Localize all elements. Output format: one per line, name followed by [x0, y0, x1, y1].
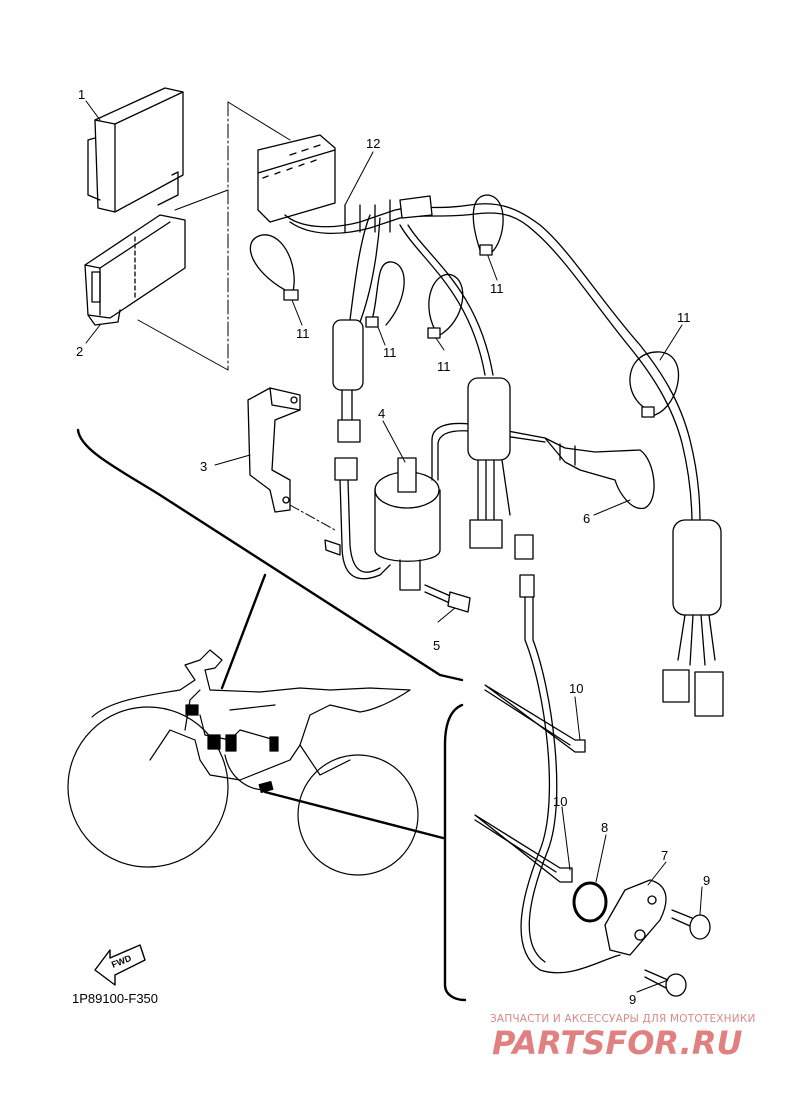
cable-bands: [474, 684, 586, 883]
callout-9b: 9: [629, 992, 636, 1007]
callout-9a: 9: [703, 873, 710, 888]
watermark-site: PARTSFOR.RU: [492, 1024, 742, 1062]
callout-7: 7: [661, 848, 668, 863]
callout-12: 12: [366, 136, 380, 151]
pickup-coil: [604, 879, 667, 956]
wire-harness: [257, 134, 701, 526]
regulator: [662, 519, 724, 717]
callout-leaders: [85, 100, 703, 993]
section-boundaries: [76, 428, 467, 1002]
cdi-band: [84, 214, 186, 326]
watermark-tagline: ЗАПЧАСТИ И АКСЕССУАРЫ ДЛЯ МОТОТЕХНИКИ: [490, 1013, 756, 1025]
motorcycle-outline: [67, 649, 419, 876]
callout-11b: 11: [383, 345, 397, 360]
o-ring: [572, 881, 608, 923]
callout-5: 5: [433, 638, 440, 653]
callout-10a: 10: [569, 681, 583, 696]
ignition-coil: [374, 422, 546, 591]
screws: [644, 909, 711, 997]
fwd-arrow-icon: FWD: [94, 944, 146, 986]
connector-bundle: [467, 377, 621, 974]
callout-labels: 1 2 3 4 5 6 7 8 9 9 10 10 11 11 11 11 11…: [76, 87, 710, 1007]
cable-ties: [249, 194, 680, 418]
callout-11c: 11: [437, 359, 451, 374]
diagram-code: 1P89100-F350: [72, 991, 158, 1006]
callout-11d: 11: [490, 281, 504, 296]
callout-3: 3: [200, 459, 207, 474]
callout-2: 2: [76, 344, 83, 359]
callout-1: 1: [78, 87, 85, 102]
bolt-5: [424, 584, 471, 613]
coil-bracket: [247, 387, 336, 531]
callout-6: 6: [583, 511, 590, 526]
callout-11e: 11: [677, 310, 691, 325]
leader-lines: [137, 101, 291, 371]
callout-11a: 11: [296, 326, 310, 341]
callout-10b: 10: [553, 794, 567, 809]
lead-wire: [324, 319, 391, 580]
cdi-unit: [87, 87, 184, 213]
watermark: ЗАПЧАСТИ И АКСЕССУАРЫ ДЛЯ МОТОТЕХНИКИ PA…: [490, 1013, 756, 1062]
spark-plug-cap: [544, 437, 655, 510]
callout-8: 8: [601, 820, 608, 835]
callout-4: 4: [378, 406, 385, 421]
